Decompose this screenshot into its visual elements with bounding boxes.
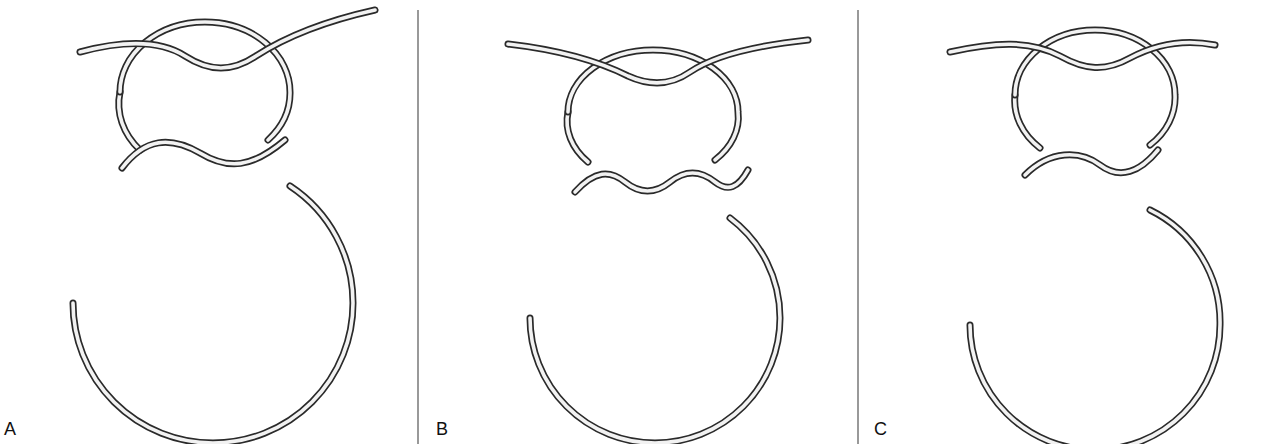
panel-label: A	[4, 420, 16, 438]
knot-c	[950, 30, 1220, 444]
panel-label: C	[874, 420, 887, 438]
knot-b	[508, 40, 808, 443]
knot-a	[73, 10, 375, 443]
panel-divider	[857, 10, 858, 444]
panel-divider	[417, 10, 418, 444]
panel-label: B	[436, 420, 448, 438]
